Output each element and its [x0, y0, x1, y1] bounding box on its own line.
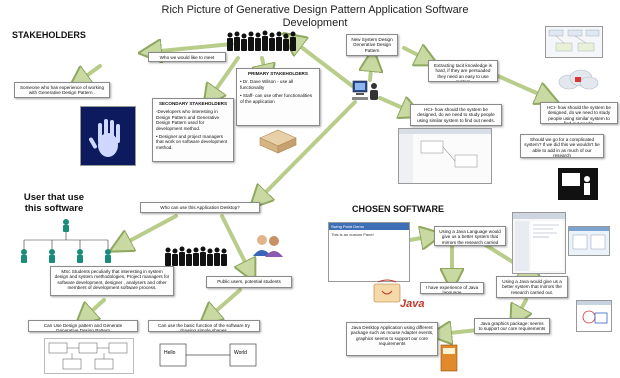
- primary-item-2: • Staff- can use other functionalities o…: [240, 93, 313, 104]
- primary-item-1-text: Dr. Dave Wilson - use all functionality: [240, 79, 294, 90]
- primary-item-2-text: Staff- can use other functionalities of …: [240, 93, 313, 104]
- meet-box: Who we would like to meet: [148, 52, 226, 62]
- arrow-crowd-to-secondary: [210, 56, 240, 98]
- arrow-java-better-to-graphics: [516, 298, 526, 318]
- stakeholders-heading: STAKEHOLDERS: [12, 30, 86, 40]
- swing-paint-window: Swing Paint Demo This is an custom Panel: [328, 222, 410, 282]
- arrow-computer-to-newsystem: [370, 60, 372, 82]
- hierarchy-icon: [10, 218, 122, 268]
- cloud-icon: [553, 68, 601, 92]
- app-screenshot-icon: [568, 226, 610, 256]
- arrow-who-use-to-public: [220, 214, 250, 272]
- desktop-application-box: Java Desktop Application using different…: [346, 322, 438, 356]
- arrow-crowd-to-meet: [150, 44, 234, 52]
- window-title: Swing Paint Demo: [329, 223, 409, 230]
- hci-left-box: HCI- how should the system be designed, …: [410, 104, 502, 126]
- java-jar-icon: [370, 278, 404, 306]
- complicated-box: Should we go for a complicated system? I…: [520, 134, 604, 158]
- java-language-box: Using a Java Language would give us a be…: [434, 226, 506, 246]
- arrow-computer-to-crowd: [292, 40, 357, 90]
- diagram-thumbnail-icon: [545, 26, 603, 58]
- new-system-box: New System Design Generative Design Patt…: [346, 34, 398, 56]
- world-label: World: [234, 350, 247, 356]
- primary-title: PRIMARY STAKEHOLDERS: [248, 71, 308, 76]
- hello-label: Hello: [164, 350, 176, 356]
- users-heading: User that use this software: [23, 192, 85, 214]
- hci-right-box: HCI- how should the system be designed, …: [540, 102, 618, 124]
- arrow-msc-to-can-use-dp: [84, 298, 106, 318]
- graphics-package-box: Java graphics package: seems to support …: [474, 318, 550, 334]
- page-title: Rich Picture of Generative Design Patter…: [161, 4, 469, 29]
- java-logo-icon: Java: [400, 298, 425, 310]
- can-use-dp-box: Can Use Design pattern and Generate Gene…: [28, 320, 138, 332]
- window-text: This is an custom Panel: [331, 232, 374, 237]
- building-icon: [258, 128, 298, 154]
- presenter-silhouette-icon: [558, 168, 598, 200]
- have-experience-box: I have experience of Java language: [420, 282, 484, 294]
- primary-stakeholders-box: PRIMARY STAKEHOLDERS • Dr. Dave Wilson -…: [236, 68, 320, 126]
- arrow-graphics-to-desktop: [440, 330, 480, 334]
- arrow-window-to-java-lang: [408, 236, 432, 240]
- who-use-box: Who can use this Application Desktop?: [140, 202, 260, 213]
- experience-box: Someone who has experience of working wi…: [14, 82, 110, 98]
- secondary-title: SECONDARY STAKEHOLDERS: [158, 101, 228, 106]
- msc-box: MSc Students peculiarly that interesting…: [50, 266, 174, 296]
- ide-screenshot-icon: [512, 212, 566, 274]
- editor-screenshot-icon: [398, 128, 492, 184]
- arrow-public-to-can-use-basic: [208, 288, 242, 318]
- arrow-newsystem-to-extracting: [402, 48, 428, 60]
- can-use-basic-box: Can use the basic function of the softwa…: [148, 320, 260, 332]
- arrow-computer-to-who-use: [258, 100, 357, 200]
- secondary-stakeholders-box: SECONDARY STAKEHOLDERS -Developers who i…: [152, 98, 234, 162]
- hello-world-diagram: Hello World: [158, 340, 258, 374]
- arrow-meet-to-experience: [78, 64, 102, 82]
- handprint-icon: [80, 106, 136, 166]
- public-box: Public users, potential students: [206, 276, 292, 288]
- java-better-box: Using a Java would give us a better syst…: [496, 276, 568, 298]
- arrow-extracting-to-hci-right: [496, 74, 548, 98]
- arrow-who-use-to-msc: [120, 214, 178, 246]
- secondary-item-2-text: Designer and project managers that work …: [156, 134, 228, 150]
- graphics-screenshot-icon: [576, 300, 612, 332]
- chosen-software-heading: CHOSEN SOFTWARE: [352, 204, 445, 214]
- arrow-computer-to-hci-left: [378, 96, 412, 112]
- people-crowd-icon: [226, 30, 300, 52]
- people-crowd-middle-icon: [164, 246, 234, 266]
- book-icon: [440, 344, 458, 372]
- secondary-item-1: -Developers who interesting in Design Pa…: [156, 109, 220, 131]
- pattern-diagram-icon: [44, 338, 134, 374]
- secondary-item-2: • Designer and project managers that wor…: [156, 134, 228, 150]
- users-icon: [250, 232, 286, 258]
- primary-item-1: • Dr. Dave Wilson - use all functionalit…: [240, 79, 294, 90]
- computer-user-icon: [350, 78, 382, 104]
- extracting-box: Extracting tacit knowledge is hard, if t…: [428, 60, 498, 82]
